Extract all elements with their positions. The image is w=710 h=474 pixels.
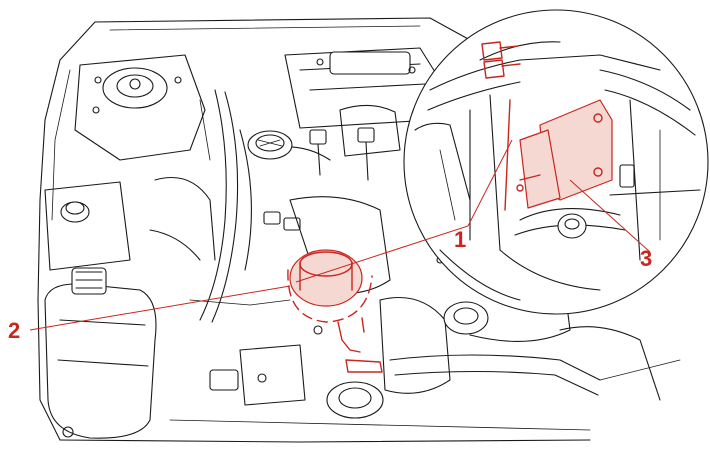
highlight-part-2	[287, 249, 383, 373]
leader-line-2	[29, 285, 291, 331]
lower-centre-assembly	[169, 196, 601, 431]
leader-lines	[29, 139, 651, 331]
callout-number-1: 1	[454, 227, 466, 252]
highlight-part-1	[481, 41, 521, 79]
callout-number-3: 3	[640, 246, 652, 271]
callout-number-2: 2	[8, 318, 20, 343]
coolant-expansion-tank	[44, 267, 157, 439]
callout-labels: 1 2 3	[8, 227, 652, 343]
highlight-part-3	[504, 99, 613, 211]
brake-fluid-reservoir	[44, 181, 131, 271]
leader-line-3	[569, 179, 651, 253]
leader-line-1	[295, 139, 513, 283]
filler-cap-upper	[247, 130, 293, 160]
strut-tower-left	[74, 54, 206, 161]
hoses-central	[149, 89, 331, 323]
connector-row	[263, 127, 375, 231]
